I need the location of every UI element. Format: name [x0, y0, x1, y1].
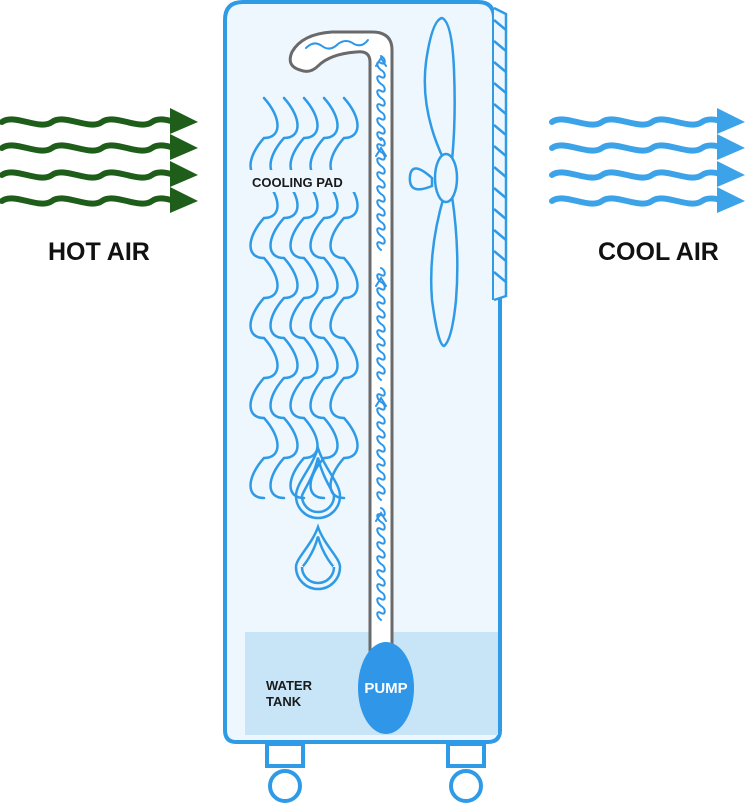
louver-slat [493, 40, 507, 52]
water-flow-line [376, 55, 386, 141]
cooling-pad-label-bg [247, 170, 365, 192]
louver-slat [493, 187, 507, 199]
louver-slat [493, 145, 507, 157]
louver-slat [493, 271, 507, 283]
water-drop-icon [294, 443, 342, 520]
cool-air-arrows [549, 116, 734, 207]
water-tank-label-line1: WATER [266, 678, 313, 693]
water-tank-label-line2: TANK [266, 694, 302, 709]
air-wave-line [0, 195, 186, 207]
hot-air-arrowheads [170, 108, 198, 213]
wheel [268, 769, 302, 803]
louver-slat [493, 103, 507, 115]
wheels [265, 742, 486, 803]
fan-hub [433, 152, 459, 204]
water-drop-icon [300, 457, 336, 514]
hot-air-label: HOT AIR [48, 238, 150, 266]
water-flow-lines [305, 39, 387, 621]
louver-slat [493, 124, 507, 136]
air-wave-line [0, 142, 186, 154]
air-wave-line [549, 142, 734, 154]
air-wave-line [549, 169, 734, 181]
unit-body [223, 0, 502, 744]
water-flow-line [376, 267, 386, 381]
air-wave-line [0, 116, 186, 128]
flow-arrow-icon [375, 146, 387, 157]
fan-icon [408, 16, 459, 348]
water-flow-line [305, 39, 369, 50]
flow-arrow-icon [375, 56, 387, 67]
fan-blade-left [408, 167, 434, 191]
water-drop-icon [300, 531, 336, 585]
louver-slat [493, 229, 507, 241]
hot-air-arrows [0, 116, 186, 207]
water-pipe [288, 30, 394, 652]
wavy-arrow-icon [170, 134, 198, 160]
air-wave-line [549, 195, 734, 207]
wavy-arrow-icon [717, 187, 745, 213]
water-flow-line [376, 387, 386, 501]
cool-air-arrowheads [717, 108, 745, 213]
wavy-arrow-icon [170, 161, 198, 187]
wavy-arrow-icon [717, 134, 745, 160]
cool-air-label: COOL AIR [598, 238, 719, 266]
air-wave-line [0, 169, 186, 181]
air-louvers [493, 6, 508, 302]
louver-slat [493, 19, 507, 31]
louver-slat [493, 208, 507, 220]
louver-slat [493, 250, 507, 262]
wheel [449, 769, 483, 803]
flow-arrow-icon [375, 276, 387, 287]
wavy-arrow-icon [717, 108, 745, 134]
pump-label: PUMP [364, 680, 407, 697]
flow-arrow-icon [375, 511, 387, 522]
water-flow-line [376, 507, 386, 621]
louver-slat [493, 166, 507, 178]
cooling-pad-label: COOLING PAD [252, 175, 343, 190]
pump [358, 642, 414, 734]
wheel-bracket [446, 742, 486, 768]
louver-slat [493, 82, 507, 94]
wavy-arrow-icon [170, 187, 198, 213]
wheel-bracket [265, 742, 305, 768]
wavy-arrow-icon [717, 161, 745, 187]
air-wave-line [549, 116, 734, 128]
fan-blade-bottom [429, 194, 459, 348]
water-flow-line [376, 137, 386, 251]
louver-slat [493, 61, 507, 73]
water-drop-icon [294, 443, 342, 591]
fan-blade-top [423, 16, 456, 162]
wavy-arrow-icon [170, 108, 198, 134]
flow-arrow-icon [375, 396, 387, 407]
water-drop-icon [294, 523, 342, 591]
